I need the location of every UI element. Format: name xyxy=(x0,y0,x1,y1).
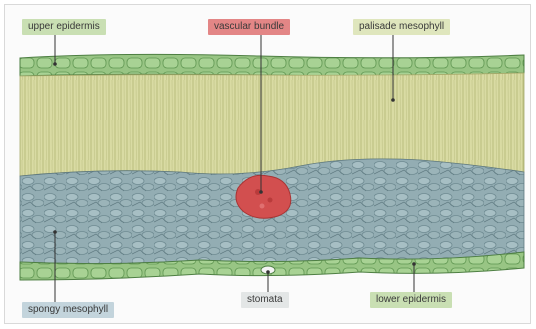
label-spongy-mesophyll: spongy mesophyll xyxy=(22,302,114,318)
label-vascular-bundle: vascular bundle xyxy=(208,19,290,35)
label-upper-epidermis: upper epidermis xyxy=(22,19,106,35)
label-lower-epidermis: lower epidermis xyxy=(370,292,452,308)
palisade-mesophyll-layer xyxy=(20,73,524,176)
vascular-bundle-shape xyxy=(236,175,291,218)
upper-epidermis-layer xyxy=(20,54,524,76)
label-stomata: stomata xyxy=(241,292,289,308)
label-palisade-mesophyll: palisade mesophyll xyxy=(353,19,450,35)
